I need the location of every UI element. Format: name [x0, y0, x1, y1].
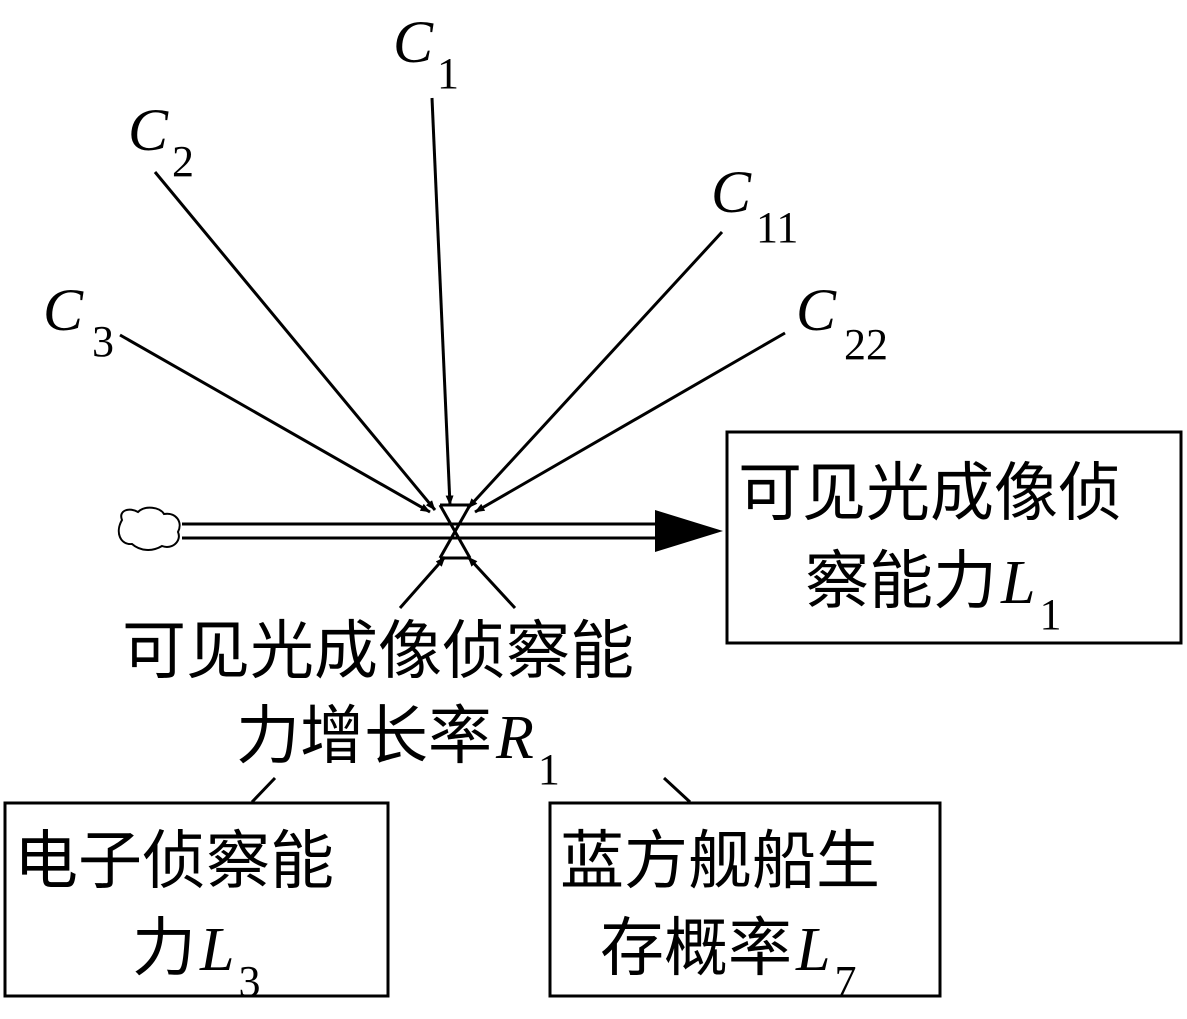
stock-l3-var: L	[199, 916, 234, 984]
stock-l3-line2: 力	[132, 913, 196, 984]
stock-l1-line2: 察能力	[805, 546, 997, 617]
c11-base: C	[711, 159, 752, 225]
flow-arrowhead-icon	[655, 510, 723, 552]
stock-l7-box	[548, 801, 942, 998]
arrow-c2-to-valve	[153, 171, 437, 511]
stock-l3-box	[3, 801, 390, 998]
rate-r1-var: R	[495, 704, 534, 772]
c2-sub: 2	[172, 137, 194, 186]
constant-c3: C 3	[43, 277, 114, 366]
rate-r1-line2-group: 力增长率 R 1	[236, 701, 560, 794]
arrow-rate-right	[466, 555, 517, 610]
stock-l7-line2-group: 存概率 L 7	[600, 913, 856, 1006]
stock-l3: 电子侦察能 力 L 3	[3, 801, 390, 1006]
c22-sub: 22	[844, 320, 888, 369]
constant-c11: C 11	[711, 159, 798, 252]
stock-l3-line1: 电子侦察能	[14, 826, 334, 897]
stock-l1-box	[725, 430, 1183, 645]
rate-r1-line1: 可见光成像侦察能	[122, 616, 634, 687]
source-cloud-icon	[117, 506, 181, 551]
stock-l3-line2-group: 力 L 3	[132, 913, 260, 1006]
c2-base: C	[128, 97, 169, 163]
arrow-c3-to-valve	[119, 333, 431, 514]
stock-l1-line2-group: 察能力 L 1	[805, 546, 1061, 639]
connector-l3-to-rate	[250, 776, 277, 804]
stock-l7: 蓝方舰船生 存概率 L 7	[548, 801, 942, 1006]
c1-base: C	[393, 9, 434, 75]
stock-l1-var: L	[1000, 549, 1035, 617]
constant-c2: C 2	[128, 97, 194, 186]
stock-l7-var: L	[795, 916, 830, 984]
arrow-c22-to-valve	[474, 331, 786, 514]
stock-l1-sub: 1	[1039, 590, 1061, 639]
constant-c1: C 1	[393, 9, 459, 98]
stock-l3-sub: 3	[238, 957, 260, 1006]
stock-l7-line1: 蓝方舰船生	[560, 826, 880, 897]
stock-l1-line1: 可见光成像侦	[738, 458, 1122, 529]
constant-c22: C 22	[796, 277, 888, 369]
stock-l1: 可见光成像侦 察能力 L 1	[725, 430, 1183, 645]
connector-l7-to-rate	[662, 776, 692, 804]
arrow-c11-to-valve	[466, 230, 724, 510]
c1-sub: 1	[437, 49, 459, 98]
arrow-c1-to-valve	[430, 97, 454, 506]
c3-base: C	[43, 277, 84, 343]
c3-sub: 3	[92, 317, 114, 366]
rate-r1-line2: 力增长率	[236, 701, 492, 772]
rate-r1-sub: 1	[538, 745, 560, 794]
stock-l7-sub: 7	[834, 957, 856, 1006]
c22-base: C	[796, 277, 837, 343]
valve-icon	[438, 503, 472, 560]
rate-r1: 可见光成像侦察能 力增长率 R 1	[122, 616, 634, 794]
c11-sub: 11	[756, 203, 798, 252]
stock-l7-line2: 存概率	[600, 913, 792, 984]
arrow-rate-left	[398, 556, 447, 609]
